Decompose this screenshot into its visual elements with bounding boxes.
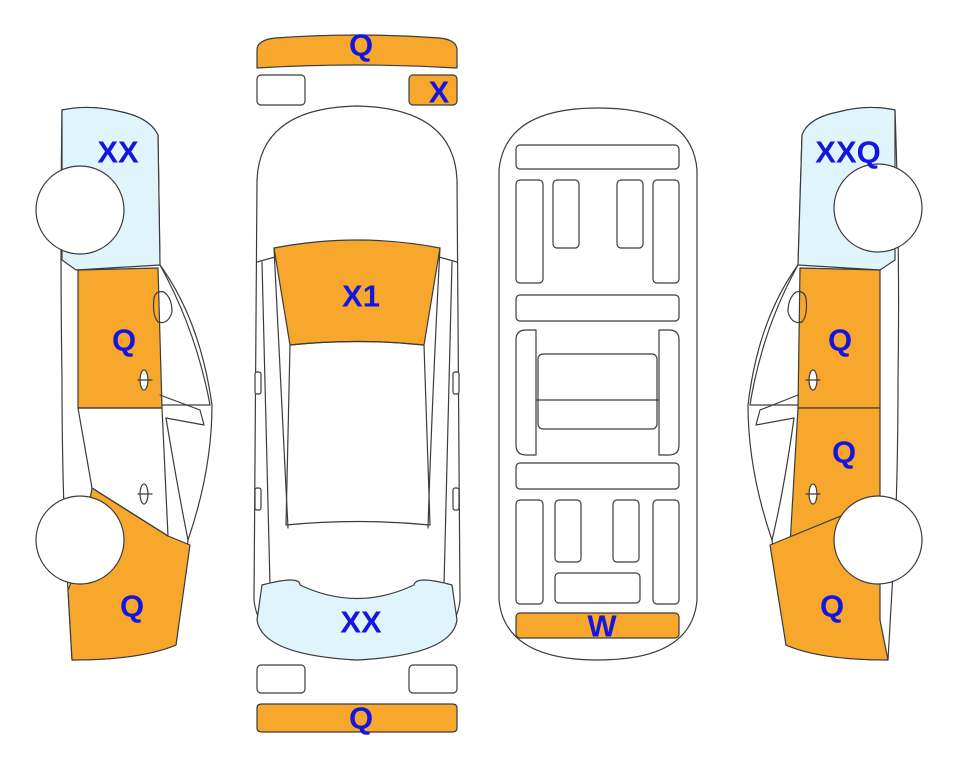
left-taillight	[256, 664, 306, 694]
underbody-rear-right-mount	[612, 499, 640, 563]
left-pillar-line-2	[273, 247, 289, 529]
rear-bumper-label: Q	[349, 701, 373, 736]
underbody-fuel-tank	[554, 572, 641, 604]
left-window-line-2	[159, 394, 205, 426]
front-bumper-label: Q	[349, 28, 373, 63]
front-bumper-panel	[256, 34, 458, 69]
right-pillar-line-2	[427, 247, 441, 529]
rear-window-label: XX	[340, 605, 382, 640]
right-window-line-2	[755, 394, 799, 426]
right-mirror-top	[452, 371, 460, 395]
right-headlight-panel	[408, 74, 458, 106]
left-window-line-3	[165, 417, 189, 541]
left-front-fender-label: XX	[97, 135, 139, 170]
underbody-front-left-mount	[552, 179, 580, 249]
left-mirror-top-2	[254, 487, 262, 511]
underbody-floor-pan	[537, 353, 658, 430]
underbody-crossmember-1	[515, 294, 680, 322]
underbody-view: W	[498, 107, 698, 661]
right-front-wheel-icon	[833, 163, 923, 253]
left-front-wheel-icon	[35, 165, 125, 255]
left-rear-door-handle-icon	[137, 483, 153, 505]
left-front-door-label: Q	[112, 323, 136, 358]
right-taillight	[408, 664, 458, 694]
windshield-label: X1	[342, 279, 380, 314]
left-rear-door-panel	[77, 407, 169, 537]
rear-bumper-panel	[256, 703, 458, 733]
right-rear-door-label: Q	[832, 435, 856, 470]
right-side-view: XXQ Q Q Q	[747, 106, 923, 661]
right-front-fender-label: XXQ	[815, 135, 880, 170]
underbody-crossmember-2	[515, 462, 680, 490]
left-rear-quarter-label: Q	[120, 589, 144, 624]
right-pillar-line	[443, 261, 453, 586]
underbody-front-right-mount	[616, 179, 644, 249]
underbody-rear-panel	[515, 612, 680, 639]
right-front-door-label: Q	[828, 323, 852, 358]
right-rear-wheel-icon	[833, 495, 923, 585]
top-body	[253, 105, 461, 661]
right-window-line-3	[771, 417, 795, 541]
left-rear-wheel-icon	[35, 495, 125, 585]
left-window-line	[159, 264, 211, 406]
rear-window-panel	[256, 579, 458, 661]
right-rear-door-handle-icon	[805, 483, 821, 505]
underbody-front-right-rail	[652, 179, 680, 284]
left-front-door-handle-icon	[137, 369, 153, 391]
underbody-right-sill	[658, 329, 680, 456]
underbody-rear-left-rail	[515, 499, 544, 605]
left-side-view: XX Q Q	[35, 106, 213, 661]
right-mirror-top-2	[452, 487, 460, 511]
underbody-front-left-rail	[515, 179, 544, 284]
right-rear-quarter-label: Q	[820, 589, 844, 624]
underbody-rear-right-rail	[652, 499, 680, 605]
right-front-door-handle-icon	[805, 369, 821, 391]
left-mirror	[152, 291, 173, 324]
underbody-rear-left-mount	[554, 499, 582, 563]
right-window-line	[749, 264, 799, 406]
underbody-rear-label: W	[587, 609, 617, 644]
left-pillar-line	[261, 261, 271, 586]
right-headlight-label: X	[429, 75, 450, 110]
left-mirror-top	[254, 371, 262, 395]
top-view: Q X X1 XX Q	[253, 28, 461, 736]
right-mirror	[787, 291, 808, 324]
underbody-front-bar	[515, 144, 680, 170]
roof-outline	[285, 340, 431, 526]
left-headlight	[256, 74, 306, 106]
underbody-left-sill	[515, 329, 537, 456]
